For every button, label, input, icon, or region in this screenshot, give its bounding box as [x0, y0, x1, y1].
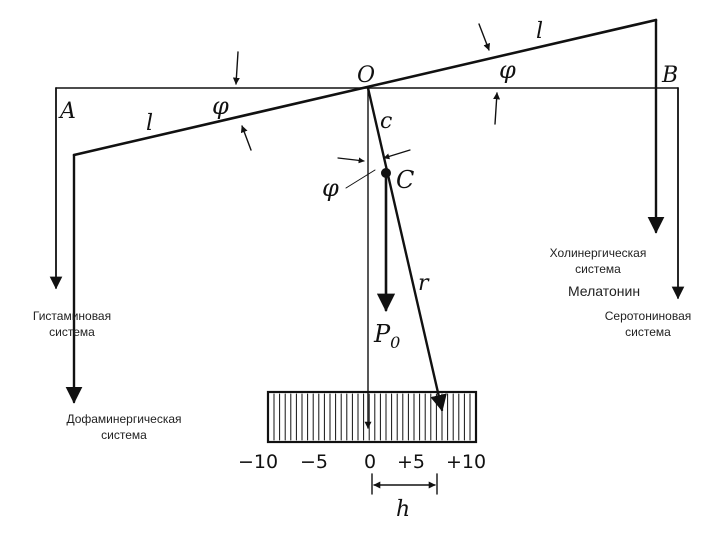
serotonin-label-line2: система — [625, 325, 671, 339]
label-phi-right: φ — [499, 56, 516, 84]
scale-tick-label: +5 — [397, 451, 425, 473]
scale-tick-label: +10 — [446, 451, 486, 473]
tilted-beam — [72, 18, 658, 157]
serotonin-label-line1: Серотониновая — [605, 309, 692, 323]
scale-numbers: −10 −5 0 +5 +10 — [238, 451, 486, 473]
label-b: B — [661, 63, 678, 88]
label-h: h — [396, 497, 410, 522]
dopamine-label-line2: система — [101, 428, 147, 442]
label-r: r — [418, 271, 430, 296]
melatonin-label: Мелатонин — [568, 283, 640, 299]
pendulum-arm — [366, 86, 447, 412]
label-force-subscript: 0 — [390, 333, 400, 352]
label-force: P0 — [373, 320, 400, 352]
cholinergic-label-line1: Холинергическая — [550, 246, 647, 260]
label-phi-left: φ — [212, 92, 229, 120]
label-phi-center: φ — [322, 174, 339, 202]
phi-arrow-3 — [478, 23, 491, 51]
phi-arrow-2 — [240, 125, 252, 151]
dopamine-label-line1: Дофаминергическая — [66, 412, 181, 426]
label-c-length: c — [380, 109, 392, 134]
label-c: C — [396, 166, 414, 194]
label-o: O — [357, 63, 375, 88]
phi-arrow-4 — [493, 92, 501, 125]
c-phi-leader — [345, 169, 376, 189]
cholinergic-label-line2: система — [575, 262, 621, 276]
scale-frame — [266, 390, 478, 444]
point-c-marker — [381, 168, 391, 178]
c-arrow-right — [383, 149, 411, 160]
scale-tick-label: −5 — [300, 451, 328, 473]
label-l-right: l — [536, 19, 543, 44]
histamine-label-line2: система — [49, 325, 95, 339]
c-arrow-left — [337, 157, 365, 164]
label-a: A — [58, 99, 76, 124]
phi-arrow-1 — [232, 51, 240, 85]
histamine-label-line1: Гистаминовая — [33, 309, 111, 323]
scale-tick-label: 0 — [364, 451, 376, 473]
scale-hatching — [273, 393, 477, 441]
label-l-left: l — [146, 111, 153, 136]
scale-tick-label: −10 — [238, 451, 278, 473]
